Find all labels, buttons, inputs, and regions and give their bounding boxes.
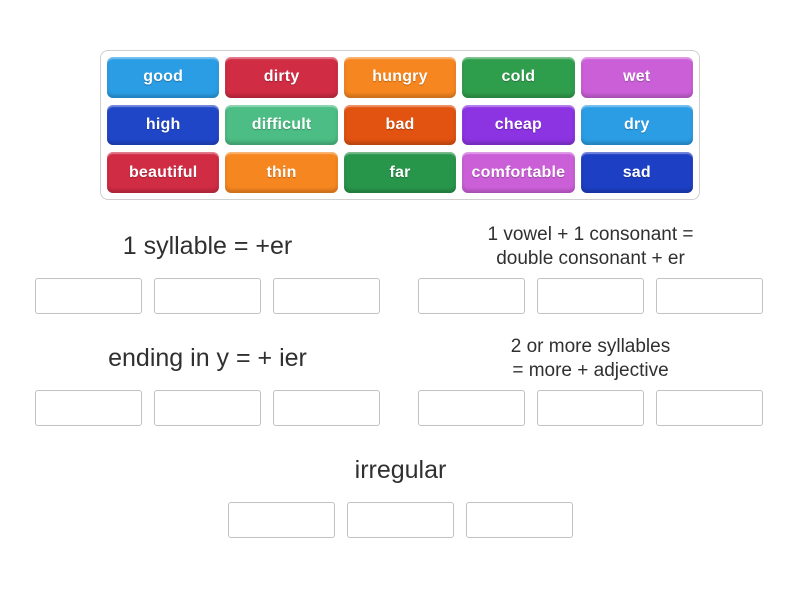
- category-1-syllable-er: 1 syllable = +er: [35, 222, 380, 314]
- category-ending-in-y-ier: ending in y = + ier: [35, 334, 380, 426]
- word-tile-high[interactable]: high: [107, 104, 220, 146]
- category-title: irregular: [354, 456, 447, 485]
- drop-slot[interactable]: [35, 390, 142, 426]
- drop-slot[interactable]: [273, 278, 380, 314]
- word-tile-difficult[interactable]: difficult: [225, 104, 338, 146]
- slot-row: [418, 278, 763, 314]
- drop-slot[interactable]: [35, 278, 142, 314]
- drop-slot[interactable]: [154, 278, 261, 314]
- word-tile-bad[interactable]: bad: [343, 104, 457, 146]
- category-more-adjective: 2 or more syllables = more + adjective: [418, 334, 763, 426]
- slot-row: [418, 390, 763, 426]
- word-tile-comfortable[interactable]: comfortable: [462, 152, 575, 193]
- drop-slot[interactable]: [537, 278, 644, 314]
- slot-row: [35, 390, 380, 426]
- slot-row: [228, 502, 573, 538]
- drop-slot[interactable]: [537, 390, 644, 426]
- word-tile-wet[interactable]: wet: [580, 57, 693, 98]
- category-title: 2 or more syllables = more + adjective: [510, 336, 671, 381]
- drop-slot[interactable]: [656, 390, 763, 426]
- drop-slot[interactable]: [228, 502, 335, 538]
- drop-slot[interactable]: [154, 390, 261, 426]
- word-tile-dirty[interactable]: dirty: [225, 57, 338, 98]
- drop-slot[interactable]: [418, 390, 525, 426]
- word-tile-sad[interactable]: sad: [580, 152, 693, 193]
- drop-slot[interactable]: [466, 502, 573, 538]
- word-tile-beautiful[interactable]: beautiful: [107, 152, 220, 193]
- word-tile-good[interactable]: good: [107, 57, 220, 98]
- category-title: ending in y = + ier: [108, 344, 307, 373]
- word-tile-cheap[interactable]: cheap: [462, 104, 575, 146]
- word-tile-thin[interactable]: thin: [225, 152, 338, 193]
- category-double-consonant-er: 1 vowel + 1 consonant = double consonant…: [418, 222, 763, 314]
- drop-slot[interactable]: [418, 278, 525, 314]
- category-title: 1 vowel + 1 consonant = double consonant…: [487, 224, 694, 269]
- slot-row: [35, 278, 380, 314]
- category-title: 1 syllable = +er: [122, 232, 293, 261]
- word-tile-hungry[interactable]: hungry: [343, 57, 457, 98]
- drop-slot[interactable]: [656, 278, 763, 314]
- word-tile-dry[interactable]: dry: [580, 104, 693, 146]
- drop-slot[interactable]: [347, 502, 454, 538]
- word-tile-cold[interactable]: cold: [462, 57, 575, 98]
- category-irregular: irregular: [228, 446, 573, 538]
- word-tile-far[interactable]: far: [343, 152, 457, 193]
- drop-slot[interactable]: [273, 390, 380, 426]
- word-bank: good dirty hungry cold wet high difficul…: [100, 50, 700, 200]
